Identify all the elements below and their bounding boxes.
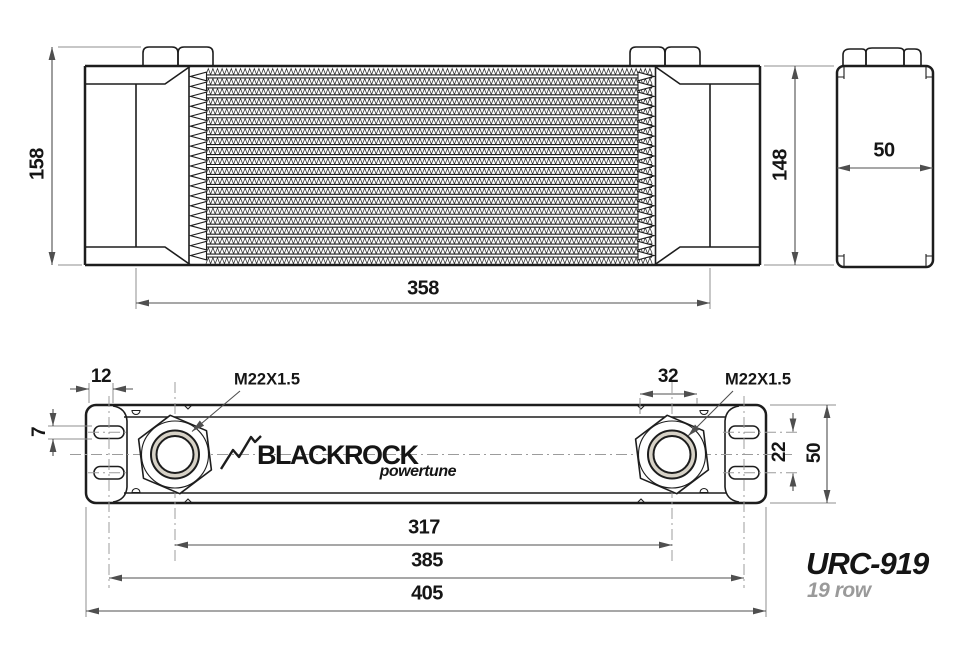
dim-side-depth: 50 [873,139,895,162]
dim-overall-length: 405 [411,582,443,605]
break-notches [184,405,645,503]
label-port-thread-left: M22X1.5 [233,370,301,389]
row-count-label: 19 row [807,579,871,602]
port-right [636,415,709,493]
brand-sub-text: powertune [379,463,457,480]
port-left [139,415,212,493]
dim-edge-to-slot: 12 [90,366,112,387]
dim-front-height-overall: 158 [26,148,49,180]
dimension-line-segments [52,47,933,611]
bolt-head-right-icon [630,47,700,66]
dim-slot-spacing: 385 [411,549,443,572]
cooler-core-fins [191,69,655,264]
model-number: URC-919 [806,546,929,581]
side-view-drawing [837,48,933,267]
logo-zigzag-icon [221,436,261,469]
label-port-thread-right: M22X1.5 [724,370,792,389]
dim-port-spacing: 317 [408,516,440,539]
dim-plate-width: 50 [804,442,825,464]
d-notches [132,411,708,493]
dim-port-to-end: 32 [657,366,679,387]
front-view-drawing [85,47,760,265]
bottom-view-drawing [70,382,800,588]
end-tank-right [655,67,760,265]
bolt-head-left-icon [143,47,213,66]
side-corner-details [838,67,932,266]
side-body-outline [837,66,933,267]
dimension-arrowheads [48,47,933,615]
dim-slot-pitch: 22 [769,441,790,463]
bolt-head-side-icon [843,48,921,66]
dim-front-core-height: 148 [769,149,792,181]
extension-lines [48,47,836,617]
end-tank-left [85,67,190,265]
dim-slot-width: 7 [29,426,50,438]
dim-front-core-width: 358 [407,277,439,300]
dimension-lines [48,47,933,617]
brand-logo-text: BLACKROCK [257,440,419,470]
